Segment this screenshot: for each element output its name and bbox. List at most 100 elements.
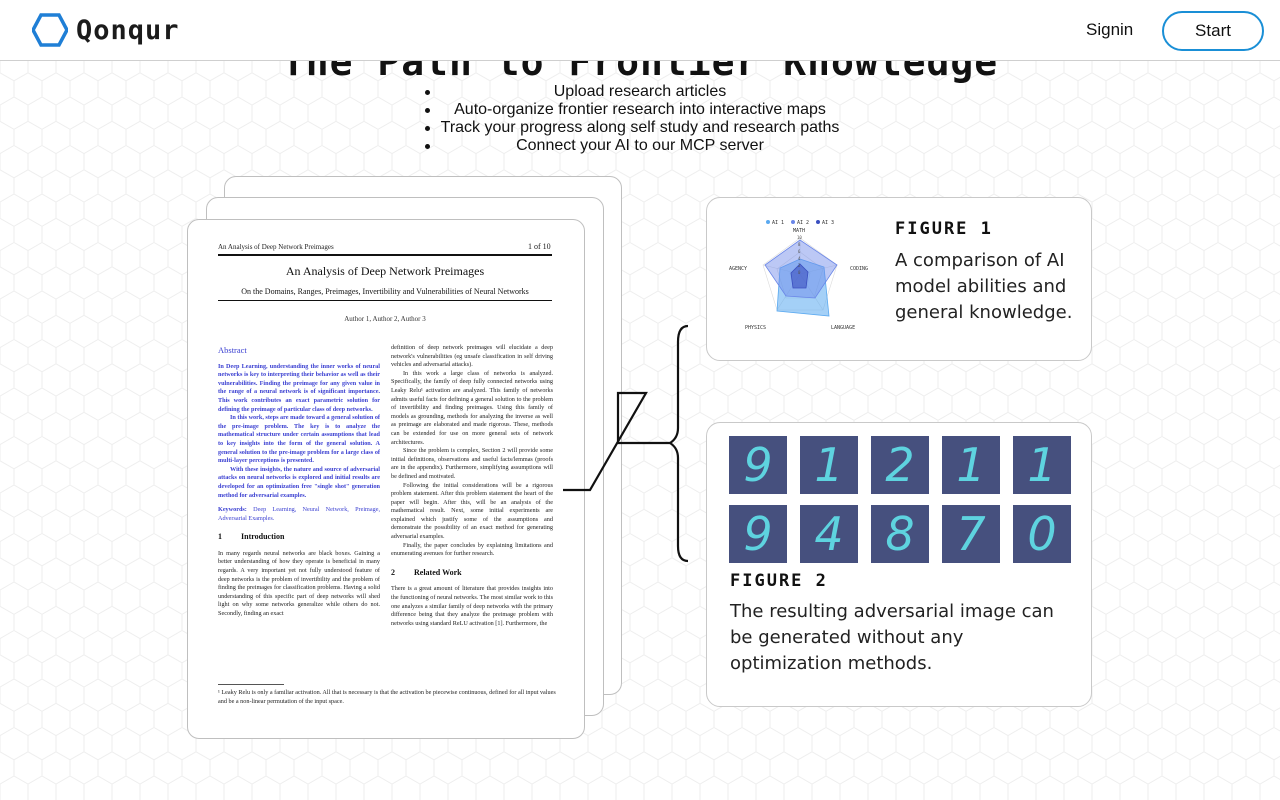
tick-label: 10: [797, 235, 802, 240]
digit-image: 9: [729, 436, 787, 494]
digit-image: 9: [729, 505, 787, 563]
figure-1-description: A comparison of AI model abilities and g…: [895, 250, 1073, 323]
bullet-icon: [425, 90, 430, 95]
bullet-icon: [425, 144, 430, 149]
axis-label: MATH: [793, 228, 805, 234]
legend-label: AI 1: [772, 220, 784, 226]
digit-image: 8: [871, 505, 929, 563]
axis-label: AGENCY: [729, 266, 747, 272]
digit-glyph: 8: [885, 507, 915, 561]
radar-chart: AI 1 AI 2 AI 3 10 8 6 4 2 0 MATH CODING: [729, 220, 868, 331]
abstract-paragraph: With these insights, the nature and sour…: [218, 465, 380, 499]
digit-image: 0: [1013, 505, 1071, 563]
bullet-icon: [425, 126, 430, 131]
abstract-paragraph: In Deep Learning, understanding the inne…: [218, 362, 380, 413]
legend-swatch: [816, 220, 820, 224]
brand-logo[interactable]: Qonqur: [32, 13, 180, 47]
digit-glyph: 7: [956, 507, 986, 561]
figure-2-label: FIGURE 2: [730, 571, 828, 591]
feature-text: Track your progress along self study and…: [440, 119, 840, 136]
brand-name: Qonqur: [76, 14, 180, 46]
body-paragraph: Since the problem is complex, Section 2 …: [391, 447, 553, 480]
digit-glyph: 2: [885, 438, 915, 492]
legend-swatch: [791, 220, 795, 224]
feature-text: Auto-organize frontier research into int…: [454, 101, 826, 118]
digit-image: 7: [942, 505, 1000, 563]
header-rule: [218, 254, 552, 256]
legend-label: AI 2: [797, 220, 809, 226]
intro-paragraph: In many regards neural networks are blac…: [218, 549, 380, 618]
feature-item: Track your progress along self study and…: [0, 119, 1280, 137]
body-paragraph: Following the initial considerations wil…: [391, 481, 553, 541]
top-nav-bar: Qonqur Signin Start: [0, 0, 1280, 61]
digit-glyph: 1: [1027, 438, 1057, 492]
radar-series-ai3: [790, 263, 809, 289]
tick-label: 2: [798, 263, 801, 268]
abstract-heading: Abstract: [218, 345, 247, 355]
hexagon-logo-icon: [32, 13, 68, 47]
digit-image: 2: [871, 436, 929, 494]
figure-2-card[interactable]: 9 1 2 1 1 9 4 8 7 0 FIGURE 2 The resulti…: [706, 422, 1092, 707]
paper-running-title: An Analysis of Deep Network Preimages: [218, 243, 334, 251]
tick-label: 8: [798, 242, 801, 247]
signin-link[interactable]: Signin: [1086, 20, 1134, 39]
paper-page-number: 1 of 10: [528, 242, 551, 251]
paper-left-column: Abstract In Deep Learning, understanding…: [218, 346, 380, 619]
tick-label: 0: [798, 270, 801, 275]
keywords: Keywords: Deep Learning, Neural Network,…: [218, 506, 380, 523]
feature-item: Connect your AI to our MCP server: [0, 137, 1280, 155]
digit-image: 1: [800, 436, 858, 494]
digit-glyph: 9: [743, 438, 773, 492]
figure-2-description: The resulting adversarial image can be g…: [730, 601, 1054, 674]
digit-glyph: 0: [1027, 507, 1057, 561]
paper-authors: Author 1, Author 2, Author 3: [344, 315, 426, 323]
radar-axis-labels: MATH CODING LANGUAGE PHYSICS AGENCY: [729, 228, 868, 331]
feature-item: Auto-organize frontier research into int…: [0, 101, 1280, 119]
section-title: Related Work: [414, 567, 462, 577]
paper-preview[interactable]: An Analysis of Deep Network Preimages 1 …: [187, 219, 585, 739]
body-paragraph: Finally, the paper concludes by explaini…: [391, 541, 553, 558]
legend-label: AI 3: [822, 220, 834, 226]
paper-title: An Analysis of Deep Network Preimages: [285, 264, 485, 278]
section-heading: 1 Introduction: [218, 532, 380, 542]
related-paragraph: There is a great amount of literature th…: [391, 585, 553, 627]
abstract-paragraph: In this work, steps are made toward a ge…: [218, 414, 380, 465]
keywords-text: Deep Learning, Neural Network, Preimage,…: [218, 506, 380, 522]
paper-subtitle: On the Domains, Ranges, Preimages, Inver…: [241, 287, 529, 296]
digit-image: 4: [800, 505, 858, 563]
figure-1-label: FIGURE 1: [895, 219, 993, 239]
legend-swatch: [766, 220, 770, 224]
axis-label: CODING: [850, 266, 868, 272]
digit-glyph: 4: [814, 507, 844, 561]
footnote-rule: [218, 684, 284, 685]
connector-bracket: [563, 324, 689, 563]
axis-label: LANGUAGE: [831, 325, 855, 331]
feature-text: Upload research articles: [553, 83, 727, 100]
feature-item: Upload research articles: [0, 83, 1280, 101]
digit-glyph: 1: [956, 438, 986, 492]
feature-list: Upload research articles Auto-organize f…: [0, 83, 1280, 155]
radar-legend: AI 1 AI 2 AI 3: [766, 220, 834, 226]
paper-right-column: definition of deep network preimages wil…: [391, 344, 553, 628]
body-paragraph: definition of deep network preimages wil…: [391, 344, 553, 369]
radar-ticks: 10 8 6 4 2 0: [797, 235, 802, 275]
title-rule: [218, 300, 552, 301]
start-button[interactable]: Start: [1162, 11, 1264, 51]
footnote: ¹ Leaky Relu is only a familiar activati…: [218, 689, 556, 705]
digit-glyph: 9: [743, 507, 773, 561]
keywords-label: Keywords:: [218, 506, 247, 514]
digit-glyph: 1: [814, 438, 844, 492]
feature-text: Connect your AI to our MCP server: [516, 137, 764, 154]
axis-label: PHYSICS: [745, 325, 766, 331]
tick-label: 6: [798, 249, 801, 254]
tick-label: 4: [798, 256, 801, 261]
body-paragraph: In this work a large class of networks i…: [391, 369, 553, 446]
figure-1-card[interactable]: AI 1 AI 2 AI 3 10 8 6 4 2 0 MATH CODING: [706, 197, 1092, 361]
section-number: 2: [391, 567, 395, 577]
bullet-icon: [425, 108, 430, 113]
section-number: 1: [218, 532, 222, 542]
digit-image: 1: [1013, 436, 1071, 494]
digit-image: 1: [942, 436, 1000, 494]
section-heading: 2 Related Work: [391, 567, 553, 578]
section-title: Introduction: [241, 532, 285, 542]
